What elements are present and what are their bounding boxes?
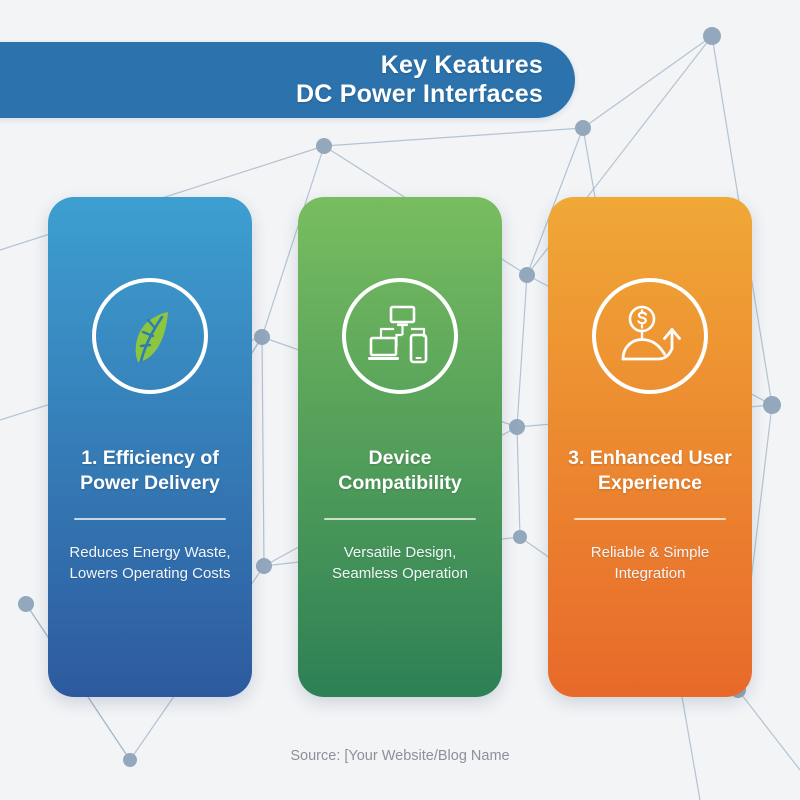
card-divider: [74, 517, 226, 520]
source-footer: Source: [Your Website/Blog Name: [290, 748, 510, 764]
feature-cards-row: 1. Efficiency of Power Delivery Reduces …: [0, 197, 800, 697]
feature-card-device-compatibility[interactable]: Device Compatibility Versatile Design, S…: [298, 197, 502, 697]
card-title: 1. Efficiency of Power Delivery: [80, 447, 220, 494]
card-divider: [574, 517, 726, 520]
card-title: 3. Enhanced User Experience: [568, 447, 732, 494]
header-title-line-2: DC Power Interfaces: [296, 80, 543, 108]
card-subtitle: Reduces Energy Waste, Lowers Operating C…: [69, 543, 231, 583]
money-growth-arrow-icon: [592, 278, 708, 394]
card-title: Device Compatibility: [338, 447, 462, 494]
feature-card-efficiency-of-power-delivery[interactable]: 1. Efficiency of Power Delivery Reduces …: [48, 197, 252, 697]
card-subtitle: Reliable & Simple Integration: [590, 543, 710, 583]
card-divider: [324, 517, 476, 520]
devices-network-icon: [342, 278, 458, 394]
header-banner: Key Keatures DC Power Interfaces: [0, 42, 575, 118]
feature-card-enhanced-user-experience[interactable]: 3. Enhanced User Experience Reliable & S…: [548, 197, 752, 697]
header-title-line-1: Key Keatures: [380, 50, 543, 79]
card-subtitle: Versatile Design, Seamless Operation: [332, 543, 468, 583]
leaf-icon: [92, 278, 208, 394]
